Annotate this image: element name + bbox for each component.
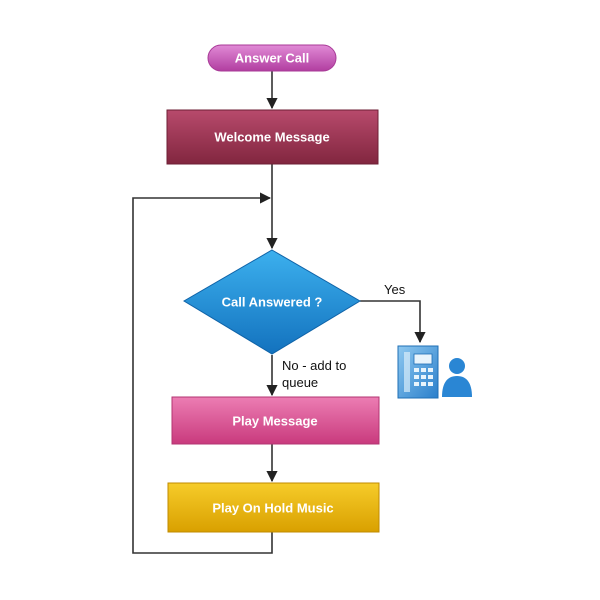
connectors [132,71,426,554]
edge-loop-back [132,192,273,554]
node-answer-call-label: Answer Call [235,51,309,66]
edge-no-label-line1: No - add to [282,358,346,373]
node-play-on-hold-music-label: Play On Hold Music [212,501,333,516]
node-welcome-message-label: Welcome Message [214,130,329,145]
person-body [442,376,472,397]
node-play-on-hold-music: Play On Hold Music [167,482,380,533]
person-head [449,358,465,374]
node-play-message: Play Message [171,396,380,445]
edge-no-label-line2: queue [282,375,318,390]
node-call-answered-label: Call Answered ? [222,295,323,310]
node-answer-call: Answer Call [207,44,337,72]
phone-and-person-icon [397,345,472,399]
edge-yes-to-agent [360,300,426,344]
edge-yes-label: Yes [384,282,406,297]
node-call-answered: Call Answered ? [183,249,361,355]
node-play-message-label: Play Message [232,414,317,429]
node-welcome-message: Welcome Message [166,109,379,165]
